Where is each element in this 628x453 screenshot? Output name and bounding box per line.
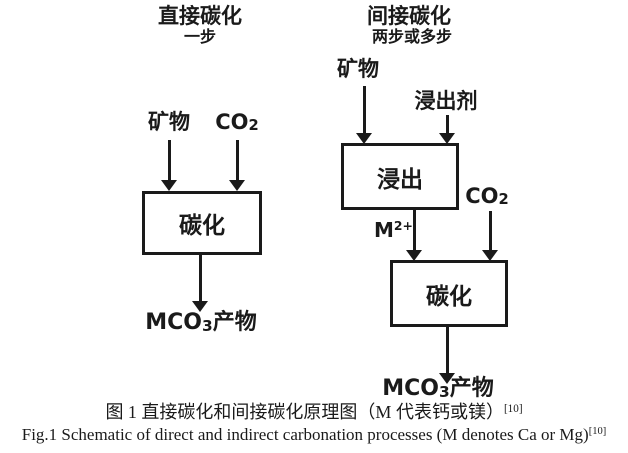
direct-carbonation-box: 碳化 — [142, 191, 262, 255]
metal-ion-label: M2+ — [374, 218, 413, 244]
leaching-box: 浸出 — [341, 143, 459, 210]
indirect-product-formula: MCO — [382, 376, 440, 401]
direct-product-formula: MCO — [145, 310, 203, 335]
indirect-mineral-label: 矿物 — [337, 57, 379, 81]
arrow-direct-carbonation-to-product-icon — [192, 255, 208, 312]
indirect-product-suffix: 产物 — [449, 376, 494, 401]
caption-english: Fig.1 Schematic of direct and indirect c… — [0, 424, 628, 449]
arrow-leaching-to-carbonation-icon — [406, 210, 422, 261]
arrow-indirect-mineral-to-leaching-icon — [356, 86, 372, 144]
direct-mineral-label: 矿物 — [148, 110, 190, 134]
direct-column-title: 直接碳化 — [158, 4, 242, 28]
arrow-leachant-to-leaching-icon — [439, 115, 455, 144]
indirect-column-subtitle: 两步或多步 — [371, 27, 452, 46]
leaching-box-label: 浸出 — [377, 166, 423, 193]
direct-carbonation-box-label: 碳化 — [179, 213, 225, 239]
indirect-product-label: MCO3产物 — [382, 377, 493, 402]
arrow-direct-co2-to-carbonation-icon — [229, 140, 245, 191]
metal-ion-charge: 2+ — [393, 218, 413, 234]
metal-ion-symbol: M — [374, 218, 394, 242]
caption-english-text: Fig.1 Schematic of direct and indirect c… — [21, 425, 589, 444]
caption-english-reference: [10] — [588, 426, 607, 438]
arrow-indirect-co2-to-carbonation-icon — [482, 211, 498, 261]
indirect-leachant-label: 浸出剂 — [414, 89, 478, 113]
indirect-carbonation-box: 碳化 — [390, 260, 508, 327]
indirect-column-title: 间接碳化 — [367, 4, 451, 28]
indirect-product-subscript: 3 — [439, 382, 450, 401]
direct-co2-label: CO2 — [215, 111, 259, 136]
direct-co2-subscript: 2 — [248, 117, 259, 135]
indirect-co2-label: CO2 — [465, 185, 509, 210]
arrow-direct-mineral-to-carbonation-icon — [161, 140, 177, 191]
direct-co2-formula: CO — [215, 110, 249, 134]
arrow-indirect-carbonation-to-product-icon — [439, 327, 455, 384]
direct-column-subtitle: 一步 — [183, 27, 216, 46]
caption-chinese: 图 1 直接碳化和间接碳化原理图（M 代表钙或镁）[10] — [0, 401, 628, 426]
direct-product-subscript: 3 — [202, 316, 213, 335]
indirect-carbonation-box-label: 碳化 — [426, 283, 472, 310]
indirect-co2-subscript: 2 — [498, 191, 509, 209]
caption-chinese-reference: [10] — [503, 402, 523, 415]
direct-product-label: MCO3产物 — [145, 311, 256, 336]
caption-chinese-text: 图 1 直接碳化和间接碳化原理图（M 代表钙或镁） — [105, 402, 504, 422]
direct-product-suffix: 产物 — [212, 310, 257, 335]
indirect-co2-formula: CO — [465, 184, 499, 208]
